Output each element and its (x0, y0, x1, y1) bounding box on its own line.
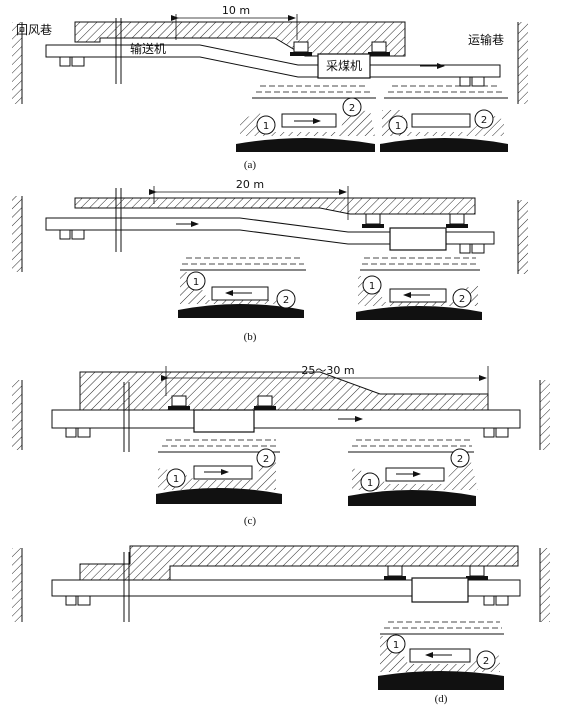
drum-label: 2 (263, 454, 269, 465)
right-wall-c (539, 380, 550, 450)
section-c-left: 1 2 (156, 439, 282, 504)
panel-c: 25～30 m 1 2 1 2 (c) (12, 364, 550, 527)
dimension-label-c: 25～30 m (301, 364, 354, 377)
shearer-d (384, 565, 488, 603)
left-wall-c (12, 380, 23, 450)
panel-d: 1 2 (d) (12, 545, 550, 705)
dimension-label-a: 10 m (222, 4, 250, 17)
section-c-right: 1 2 (348, 439, 478, 506)
drum-label: 1 (395, 121, 401, 132)
left-wall-b (12, 196, 23, 272)
shearer-a: 采煤机 (290, 41, 390, 79)
conveyor-c (51, 409, 521, 429)
section-b-left: 1 2 (178, 257, 306, 318)
caption-b: (b) (244, 331, 257, 343)
panel-b: 20 m 1 2 1 2 (b) (12, 178, 528, 343)
haulage-roadway-label: 运输巷 (468, 32, 504, 47)
dimension-b: 20 m (149, 178, 349, 220)
section-d: 1 2 (378, 621, 504, 690)
drum-label: 1 (369, 281, 375, 292)
return-airway-label: 回风巷 (16, 23, 52, 37)
right-wall-a (517, 22, 528, 104)
panel-a: 采煤机 10 m 回风巷 输送机 运输巷 1 2 (12, 4, 528, 171)
drum-label: 1 (173, 474, 179, 485)
drum-label: 1 (263, 121, 269, 132)
section-a-right: 1 2 (380, 85, 508, 152)
shearer-b (362, 213, 468, 251)
dimension-a: 10 m (171, 4, 298, 40)
dimension-c: 25～30 m (161, 364, 489, 396)
caption-c: (c) (244, 515, 257, 527)
shearer-c (168, 395, 276, 433)
drum-label: 1 (193, 277, 199, 288)
coal-face-a (74, 21, 406, 57)
section-b-right: 1 2 (356, 257, 482, 320)
left-wall-d (12, 548, 23, 622)
shearer-label: 采煤机 (326, 59, 362, 73)
drum-label: 1 (393, 640, 399, 651)
drum-label: 2 (349, 103, 355, 114)
drum-label: 2 (459, 294, 465, 305)
dimension-label-b: 20 m (236, 178, 264, 191)
left-wall-a (12, 22, 23, 104)
conveyor-label: 输送机 (130, 41, 166, 56)
coal-face-d (79, 545, 519, 581)
conveyor-d (51, 579, 521, 597)
drum-label: 2 (457, 454, 463, 465)
drum-label: 2 (483, 656, 489, 667)
drum-label: 2 (481, 115, 487, 126)
coal-face-b (74, 197, 476, 215)
right-wall-d (539, 548, 550, 622)
conveyor-a (45, 44, 501, 78)
caption-a: (a) (244, 159, 257, 171)
drum-label: 2 (283, 295, 289, 306)
conveyor-b (45, 217, 495, 245)
right-wall-b (517, 200, 528, 274)
drum-label: 1 (367, 478, 373, 489)
section-a-left: 1 2 (236, 85, 376, 152)
caption-d: (d) (435, 693, 448, 705)
